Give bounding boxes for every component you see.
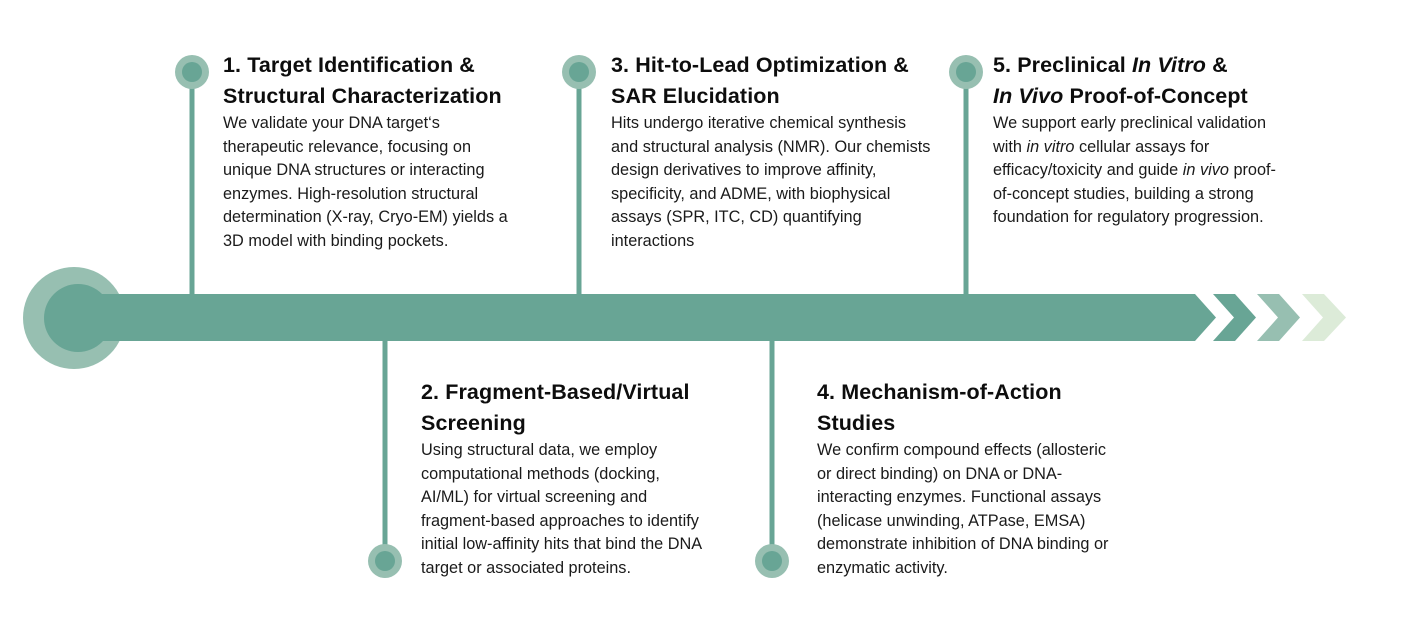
step-4: 4. Mechanism-of-Action Studies We confir… bbox=[817, 377, 1117, 581]
step-5: 5. Preclinical In Vitro & In Vivo Proof-… bbox=[993, 50, 1293, 230]
chevron-arrow-3 bbox=[1302, 294, 1346, 341]
step-4-title: 4. Mechanism-of-Action Studies bbox=[817, 380, 1062, 435]
connector-line-step-4 bbox=[769, 339, 775, 561]
chevron-arrow-2 bbox=[1257, 294, 1300, 341]
step-2-title: 2. Fragment-Based/Virtual Screening bbox=[421, 380, 690, 435]
node-step-1 bbox=[175, 55, 209, 89]
connector-line-step-1 bbox=[189, 72, 195, 296]
timeline-arrow-bar bbox=[78, 294, 1216, 341]
step-3-title: 3. Hit-to-Lead Optimization & SAR Elucid… bbox=[611, 53, 909, 108]
step-1-description: We validate your DNA target‘s therapeuti… bbox=[223, 114, 508, 250]
chevron-arrow-1 bbox=[1213, 294, 1256, 341]
step-1: 1. Target Identification & Structural Ch… bbox=[223, 50, 533, 254]
node-step-2 bbox=[368, 544, 402, 578]
node-step-5 bbox=[949, 55, 983, 89]
step-4-description: We confirm compound effects (allosteric … bbox=[817, 441, 1109, 577]
connector-line-step-2 bbox=[382, 339, 388, 561]
step-3-description: Hits undergo iterative chemical synthesi… bbox=[611, 114, 931, 250]
step-2-description: Using structural data, we employ computa… bbox=[421, 441, 702, 577]
connector-line-step-5 bbox=[963, 72, 969, 296]
step-3: 3. Hit-to-Lead Optimization & SAR Elucid… bbox=[611, 50, 941, 254]
step-1-title: 1. Target Identification & Structural Ch… bbox=[223, 53, 502, 108]
step-5-description: We support early preclinical validation … bbox=[993, 114, 1276, 227]
connector-line-step-3 bbox=[576, 72, 582, 296]
node-step-4 bbox=[755, 544, 789, 578]
node-step-3 bbox=[562, 55, 596, 89]
step-2: 2. Fragment-Based/Virtual Screening Usin… bbox=[421, 377, 731, 581]
step-5-title: 5. Preclinical In Vitro & In Vivo Proof-… bbox=[993, 53, 1248, 108]
